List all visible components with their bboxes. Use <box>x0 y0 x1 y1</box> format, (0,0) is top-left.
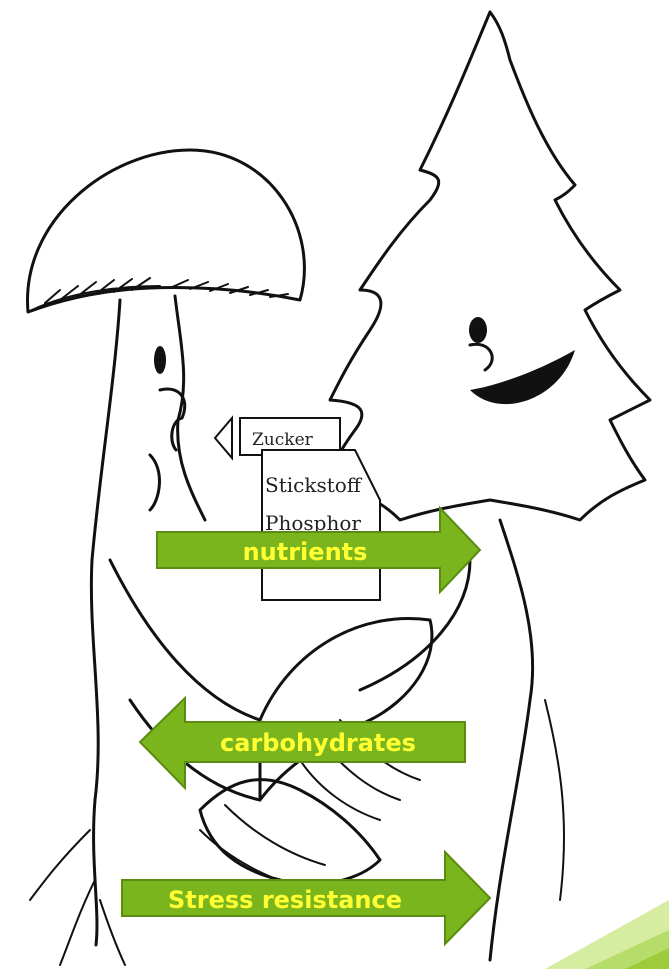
stress-resistance-arrow: Stress resistance <box>122 852 490 944</box>
carbohydrates-arrow: carbohydrates <box>140 698 465 788</box>
carbohydrates-label: carbohydrates <box>220 729 416 757</box>
corner-decoration <box>545 900 669 969</box>
nutrients-label: nutrients <box>243 538 368 566</box>
nitrogen-label: Stickstoff <box>265 473 363 497</box>
note-pointer <box>215 418 232 458</box>
nutrient-notes: Zucker Stickstoff Phosphor <box>215 418 380 600</box>
stress-resistance-label: Stress resistance <box>168 886 402 914</box>
sugar-label: Zucker <box>252 430 314 450</box>
